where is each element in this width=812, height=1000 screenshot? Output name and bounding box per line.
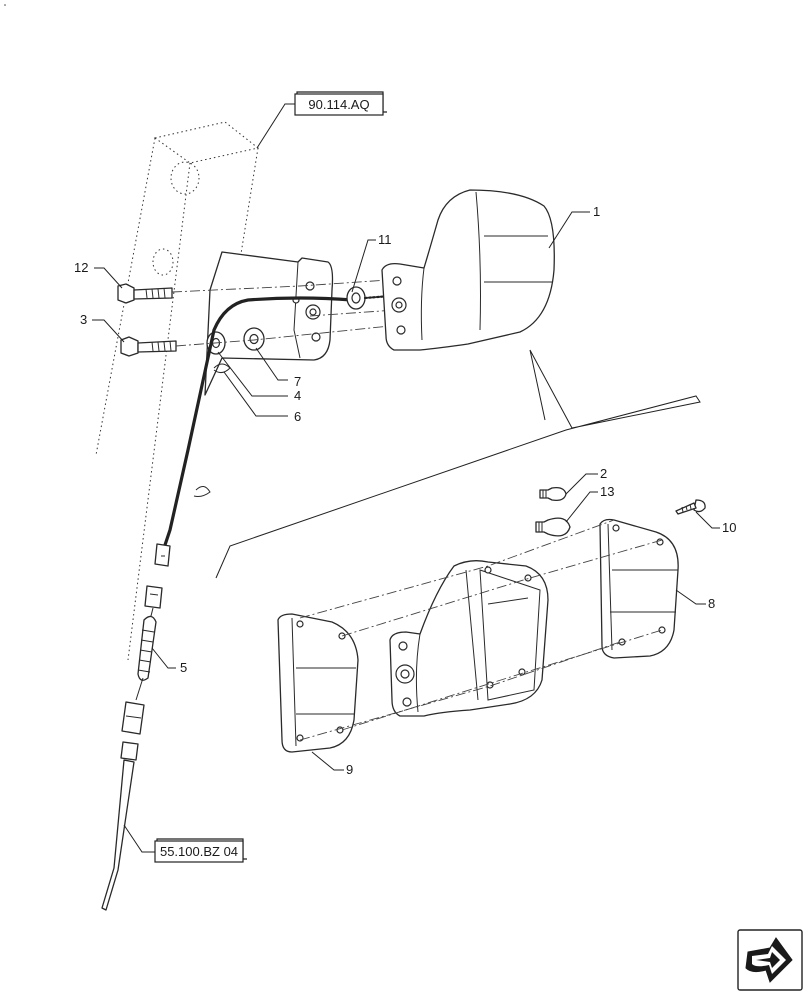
callout-11[interactable]: 11 — [351, 232, 392, 293]
callout-5[interactable]: 5 — [151, 647, 187, 675]
callout-3[interactable]: 3 — [80, 312, 125, 343]
callout-label-3: 3 — [80, 312, 87, 327]
callout-1[interactable]: 1 — [548, 204, 600, 249]
callout-4[interactable]: 4 — [217, 351, 301, 403]
callout-label-10: 10 — [722, 520, 736, 535]
grommet-11 — [346, 286, 392, 310]
callout-label-1: 1 — [593, 204, 600, 219]
callout-label-5: 5 — [180, 660, 187, 675]
bulb-13 — [535, 517, 571, 537]
callout-6[interactable]: 6 — [223, 371, 301, 424]
navigation-arrow-icon[interactable] — [737, 929, 803, 991]
callout-10[interactable]: 10 — [695, 511, 736, 535]
callout-label-2: 2 — [600, 466, 607, 481]
reference-box-90-114-aq[interactable]: 90.114.AQ — [256, 91, 387, 149]
cable-harness-5 — [101, 296, 354, 911]
callout-label-7: 7 — [294, 374, 301, 389]
callout-label-4: 4 — [294, 388, 301, 403]
callout-13[interactable]: 13 — [565, 484, 614, 523]
lens-frame-9 — [277, 613, 359, 753]
reference-box-55-100-bz-04[interactable]: 55.100.BZ 04 — [123, 824, 247, 863]
bulb-2 — [539, 486, 567, 502]
callout-2[interactable]: 2 — [565, 466, 607, 495]
bolt-12 — [117, 283, 173, 304]
callout-12[interactable]: 12 — [74, 260, 123, 289]
callout-9[interactable]: 9 — [311, 751, 353, 777]
washer-7 — [243, 327, 265, 351]
callout-label-6: 6 — [294, 409, 301, 424]
callout-label-8: 8 — [708, 596, 715, 611]
callout-label-12: 12 — [74, 260, 88, 275]
callout-label-13: 13 — [600, 484, 614, 499]
mounting-bracket — [204, 251, 334, 396]
lens-8 — [599, 518, 679, 659]
frame-post-phantom — [95, 121, 260, 661]
bolt-3 — [120, 336, 177, 357]
corner-mark — [4, 4, 6, 6]
screw-10 — [675, 499, 706, 515]
callout-7[interactable]: 7 — [255, 347, 301, 389]
callout-label-11: 11 — [378, 232, 392, 247]
reference-label-top: 90.114.AQ — [308, 97, 369, 112]
reference-label-bottom: 55.100.BZ 04 — [160, 844, 238, 859]
lamp-assembly-1 — [381, 189, 555, 351]
section-break-line — [215, 349, 701, 579]
callout-label-9: 9 — [346, 762, 353, 777]
callout-8[interactable]: 8 — [675, 589, 715, 611]
lamp-body-housing — [389, 560, 549, 717]
